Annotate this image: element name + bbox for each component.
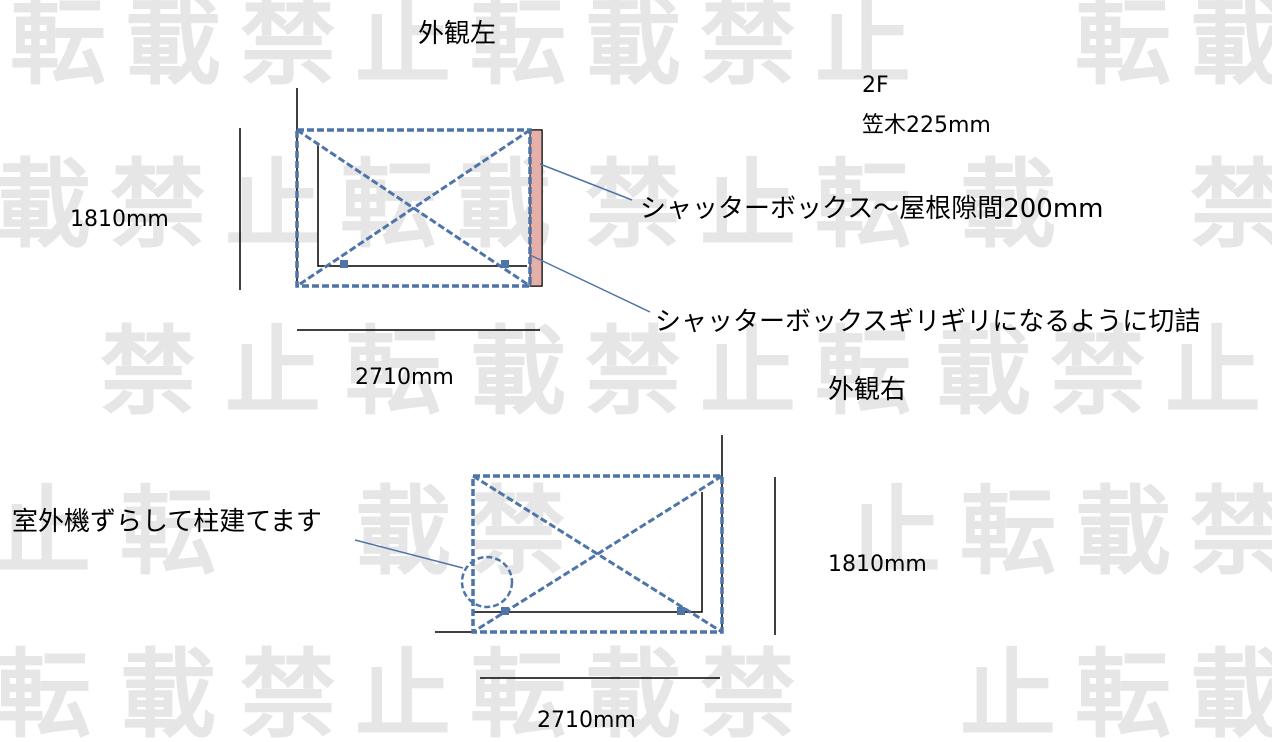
watermark-glyph: 載 [1190,639,1272,742]
watermark-glyph: 禁 [700,0,796,98]
watermark-glyph: 禁 [470,476,566,588]
watermark-glyph: 載 [585,0,681,98]
watermark-glyph: 禁 [240,639,336,742]
watermark-glyph: 転 [120,476,216,588]
watermark-glyph: 禁 [100,316,196,428]
watermark-glyph: 転 [470,639,566,742]
right-view-title: 外観右 [828,375,906,405]
watermark-glyph: 載 [1075,476,1171,588]
watermark-glyph: 転 [345,316,441,428]
watermark-glyph: 禁 [110,149,206,261]
gap-leader [539,163,633,201]
watermark-glyph: 載 [935,316,1031,428]
cut-leader [529,254,651,313]
left-cross-box [295,128,532,288]
outdoor-unit-leader [354,539,464,569]
watermark-glyph: 止 [225,316,321,428]
right-width-label: 2710mm [537,708,636,733]
watermark-glyph: 載 [585,639,681,742]
watermark-glyph: 止 [225,149,321,261]
cut-note: シャッターボックスギリギリになるように切詰 [655,307,1200,337]
watermark-glyph: 禁 [1050,316,1146,428]
watermark-glyph: 止 [815,0,911,98]
watermark-glyph: 転 [340,149,436,261]
right-inner-frame [473,492,703,613]
watermark-glyph: 止 [0,476,91,588]
left-view-title: 外観左 [418,19,496,49]
watermark-glyph: 禁 [240,0,336,98]
right-cross-box [471,474,724,634]
shutter-box [529,129,543,287]
watermark-glyph: 止 [845,476,941,588]
watermark-glyph: 載 [1190,0,1272,98]
watermark-glyph: 載 [125,0,221,98]
watermark-glyph: 止 [700,149,796,261]
outdoor-unit-note: 室外機ずらして柱建てます [12,507,322,537]
right-view: 外観右 室外機ずらして柱建てます 1810mm 2710mm [12,375,927,733]
watermark-glyph: 転 [815,316,911,428]
coping-label: 笠木225mm [862,113,991,138]
watermark-glyph: 禁 [700,639,796,742]
left-height-label: 1810mm [70,207,169,232]
watermark-glyph: 止 [355,0,451,98]
floor-label: 2F [862,73,889,98]
right-height-label: 1810mm [828,552,927,577]
watermark-glyph: 載 [470,316,566,428]
right-cross-diagonal-2 [472,474,723,634]
watermark-glyph: 載 [0,149,91,261]
watermark-glyph: 転 [10,0,106,98]
outdoor-unit-circle [460,555,514,609]
watermark-glyph: 載 [120,639,216,742]
right-post-marker-1 [501,607,509,615]
left-cross-diagonal-2 [296,128,531,288]
watermark-glyph: 止 [960,639,1056,742]
watermark-glyph: 止 [700,316,796,428]
left-post-marker-1 [340,260,348,268]
watermark-glyph: 載 [960,149,1056,261]
watermark-glyph: 転 [470,0,566,98]
watermark-glyph: 禁 [1190,476,1272,588]
left-post-marker-2 [501,260,509,268]
watermark-glyph: 転 [960,476,1056,588]
left-width-label: 2710mm [355,365,454,390]
watermark-glyph: 転 [1075,0,1171,98]
watermark-glyph: 禁 [585,149,681,261]
watermark-glyph: 載 [355,476,451,588]
watermark-glyph: 止 [1165,316,1261,428]
watermark-glyph: 転 [815,149,911,261]
watermark-glyph: 転 [1075,639,1171,742]
watermark-glyph: 禁 [1190,149,1272,261]
left-view: 外観左 2F 笠木225mm 1810mm 2710mm シャッターボックス〜屋… [70,19,1200,390]
gap-note: シャッターボックス〜屋根隙間200mm [640,194,1104,224]
right-post-marker-2 [677,607,685,615]
watermark-glyph: 止 [355,639,451,742]
left-inner-frame [317,145,527,267]
watermark-glyph: 禁 [585,316,681,428]
watermark-glyph: 転 [0,639,91,742]
